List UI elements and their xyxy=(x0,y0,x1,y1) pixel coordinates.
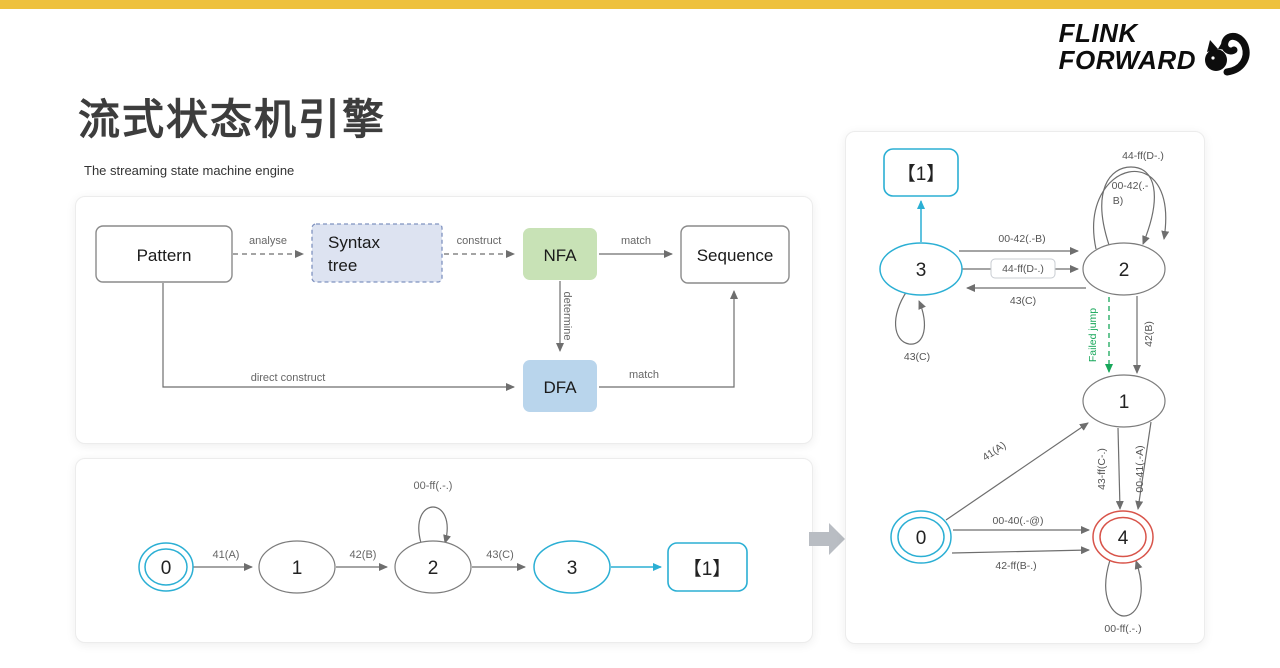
dfa-state-2-label: 2 xyxy=(1119,260,1130,281)
edge-label-direct-construct: direct construct xyxy=(251,372,326,384)
dfa-loop-state2-inner xyxy=(1101,166,1155,246)
node-nfa xyxy=(523,228,597,280)
node-dfa-label: DFA xyxy=(543,378,577,397)
dfa-loop3-label: 43(C) xyxy=(904,351,930,363)
nfa-loop2-label: 00-ff(.-.) xyxy=(414,480,453,492)
squirrel-ear-left xyxy=(1207,40,1218,52)
node-syntax-tree xyxy=(311,223,443,283)
dfa-edge-0-4-top-label: 00-40(.-@) xyxy=(993,515,1044,527)
node-dfa xyxy=(523,360,597,412)
dfa-loop2-outer-label: 44-ff(D-.) xyxy=(1122,150,1164,162)
nfa-state-1 xyxy=(258,540,336,594)
node-syntax-label-line1: Syntax xyxy=(328,233,380,252)
flink-forward-logo: FLINK FORWARD xyxy=(1059,20,1252,76)
flowchart-canvas: analyse construct match determine match … xyxy=(95,223,790,412)
node-pattern xyxy=(95,225,233,283)
dfa-loop-state3 xyxy=(894,290,926,345)
edge-label-construct: construct xyxy=(457,235,502,247)
edge-dfa-sequence xyxy=(599,290,738,388)
squirrel-tail xyxy=(1221,32,1250,76)
dfa-state-1-label: 1 xyxy=(1119,392,1130,413)
nfa-state-1-label: 1 xyxy=(292,558,303,579)
squirrel-eye xyxy=(1211,56,1215,60)
dfa-state-0-label: 0 xyxy=(916,528,927,549)
squirrel-ear-right xyxy=(1218,39,1228,50)
nfa-state-2-label: 2 xyxy=(428,558,439,579)
dfa-canvas: 00-42(.-B) 43(C) 43(C) 00-42(.- B) 44-ff… xyxy=(879,148,1170,635)
flowchart-panel: analyse construct match determine match … xyxy=(75,196,813,444)
dfa-state-0-inner xyxy=(897,516,945,558)
edge-label-match-bottom: match xyxy=(629,369,659,381)
dfa-edge-3-2-top-label: 00-42(.-B) xyxy=(998,233,1045,245)
dfa-edge-0-1-label: 41(A) xyxy=(980,439,1008,463)
dfa-edge-0-4-bottom xyxy=(951,546,1090,555)
nfa-final-box xyxy=(667,542,748,592)
dfa-state-2 xyxy=(1082,242,1166,296)
panel-transition-arrow-icon xyxy=(809,523,845,555)
dfa-edge-1-4-right-label: 00-41(.-A) xyxy=(1134,445,1146,492)
node-pattern-label: Pattern xyxy=(137,246,192,265)
dfa-loop2-inner-label-line2: B) xyxy=(1113,195,1124,207)
top-accent-bar xyxy=(0,0,1280,9)
dfa-failed-jump-label: Failed jump xyxy=(1087,308,1099,362)
dfa-final-box xyxy=(883,148,959,197)
dfa-state-3 xyxy=(879,242,963,296)
dfa-state-3-label: 3 xyxy=(916,260,927,281)
dfa-loop-state2-outer xyxy=(1093,170,1170,250)
nfa-state-3-label: 3 xyxy=(567,558,578,579)
nfa-loop-state2 xyxy=(418,506,451,544)
node-nfa-label: NFA xyxy=(543,246,577,265)
nfa-edge-0-1-label: 41(A) xyxy=(213,549,240,561)
dfa-edge-2-3-label: 43(C) xyxy=(1010,295,1036,307)
dfa-state-4-label: 4 xyxy=(1118,528,1129,549)
nfa-state-2 xyxy=(394,540,472,594)
nfa-diagram-panel: 00-ff(.-.) 41(A) 42(B) 43(C) 0 1 2 3 【1】 xyxy=(75,458,813,643)
dfa-final-label: 【1】 xyxy=(897,163,946,185)
nfa-edge-1-2-label: 42(B) xyxy=(350,549,377,561)
dfa-edge-1-4-right xyxy=(1135,421,1152,510)
dfa-edge-2-1-label: 42(B) xyxy=(1143,321,1155,347)
dfa-edge-3-2-mid-label: 44-ff(D-.) xyxy=(1002,263,1044,275)
edge-pattern-dfa xyxy=(162,283,515,391)
nfa-state-3 xyxy=(533,540,611,594)
nfa-state-0-inner xyxy=(144,548,188,586)
nfa-state-0-label: 0 xyxy=(161,558,172,579)
page-title: 流式状态机引擎 xyxy=(78,96,387,143)
dfa-edge-0-4-bottom-label: 42-ff(B-.) xyxy=(995,560,1036,572)
dfa-diagram-panel: 00-42(.-B) 43(C) 43(C) 00-42(.- B) 44-ff… xyxy=(845,131,1205,644)
dfa-edge-0-1 xyxy=(945,422,1089,521)
node-sequence-label: Sequence xyxy=(697,246,774,265)
edge-label-match-top: match xyxy=(621,235,651,247)
dfa-state-4-inner xyxy=(1099,516,1147,558)
node-syntax-label-line2: tree xyxy=(328,256,357,275)
nfa-edge-2-3-label: 43(C) xyxy=(486,549,514,561)
dfa-loop4-label: 00-ff(.-.) xyxy=(1104,623,1141,635)
dfa-state-1 xyxy=(1082,374,1166,428)
logo-line-forward: FORWARD xyxy=(1058,45,1196,75)
dfa-loop2-inner-label-line1: 00-42(.- xyxy=(1112,180,1149,192)
logo-line-flink: FLINK xyxy=(1058,18,1138,48)
dfa-edge-3-2-mid-label-box xyxy=(990,258,1056,279)
node-sequence xyxy=(680,225,790,284)
dfa-edge-1-4-left xyxy=(1115,427,1124,510)
page-subtitle: The streaming state machine engine xyxy=(84,163,295,178)
dfa-edge-1-4-left-label: 43-ff(C-.) xyxy=(1096,448,1108,490)
squirrel-icon xyxy=(1205,32,1250,76)
nfa-final-label: 【1】 xyxy=(683,558,732,580)
nfa-canvas: 00-ff(.-.) 41(A) 42(B) 43(C) 0 1 2 3 【1】 xyxy=(138,480,748,594)
squirrel-head xyxy=(1205,49,1227,71)
dfa-loop-state4 xyxy=(1105,559,1143,617)
logo-wordmark: FLINK FORWARD xyxy=(1059,20,1196,74)
edge-label-determine: determine xyxy=(561,292,573,341)
edge-label-analyse: analyse xyxy=(249,235,287,247)
